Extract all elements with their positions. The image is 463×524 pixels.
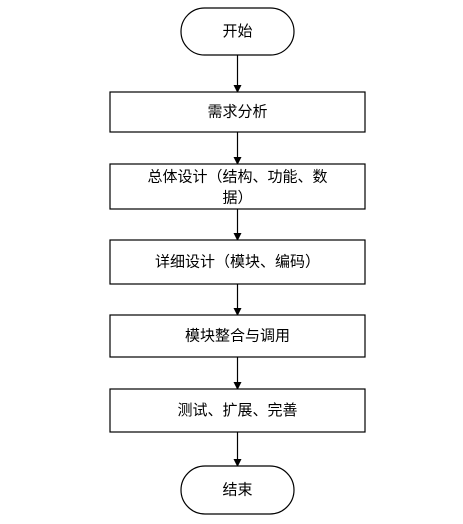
process-box-module-integration [109,314,366,358]
process-label: 需求分析 [207,103,267,121]
end-terminator [180,465,295,515]
process-label: 总体设计（结构、功能、数 [147,168,327,186]
process-label-line-2: 据） [222,189,252,207]
process-box-testing [109,388,366,433]
process-label: 模块整合与调用 [185,327,290,345]
process-label: 测试、扩展、完善 [177,401,297,419]
process-label: 详细设计（模块、编码） [155,253,320,271]
start-label: 开始 [222,22,252,40]
process-box-requirements [109,91,366,133]
process-box-detailed-design [109,239,366,285]
end-label: 结束 [222,481,252,499]
